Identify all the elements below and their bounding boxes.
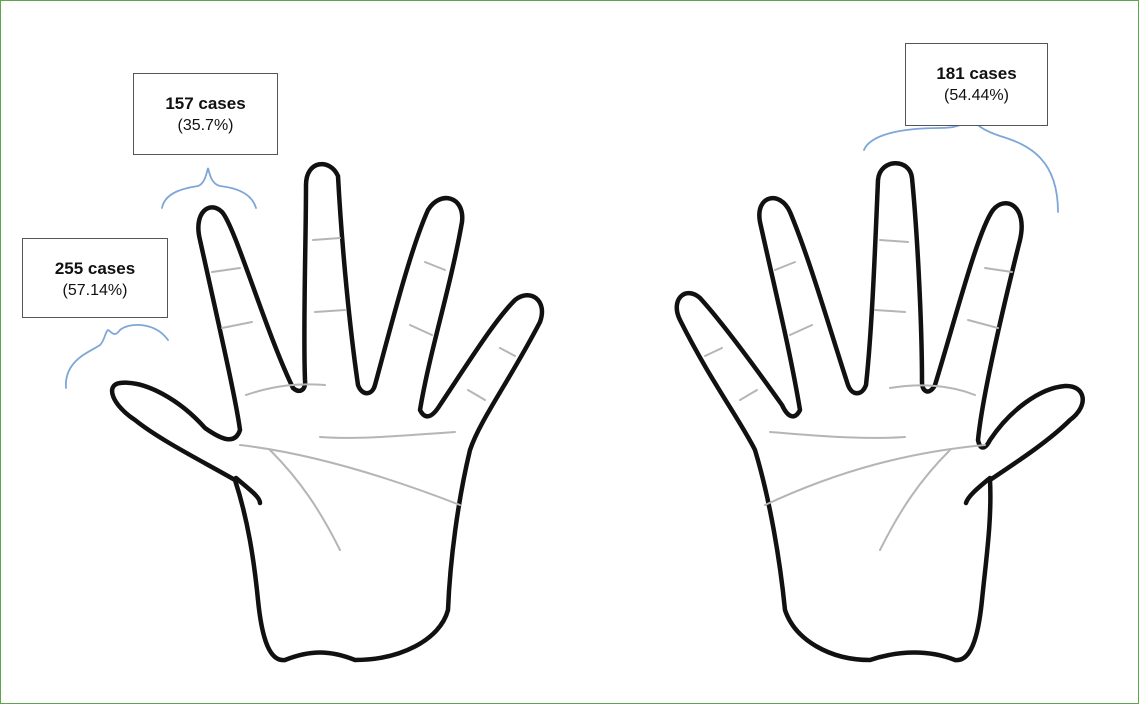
- callout-left-thumb: 255 cases (57.14%): [22, 238, 168, 318]
- callout-left-thumb-percent: (57.14%): [23, 282, 167, 300]
- callout-left-thumb-count: 255 cases: [23, 259, 167, 279]
- bracket-left-index: [162, 168, 256, 208]
- callout-left-index-percent: (35.7%): [134, 117, 277, 135]
- callout-right-middle-ring: 181 cases (54.44%): [905, 43, 1048, 126]
- callout-right-count: 181 cases: [906, 64, 1047, 84]
- right-hand-outline: [677, 163, 1083, 660]
- callout-right-percent: (54.44%): [906, 87, 1047, 105]
- right-hand: [677, 163, 1083, 660]
- callout-left-index: 157 cases (35.7%): [133, 73, 278, 155]
- bracket-left-thumb: [66, 325, 168, 388]
- callout-left-index-count: 157 cases: [134, 94, 277, 114]
